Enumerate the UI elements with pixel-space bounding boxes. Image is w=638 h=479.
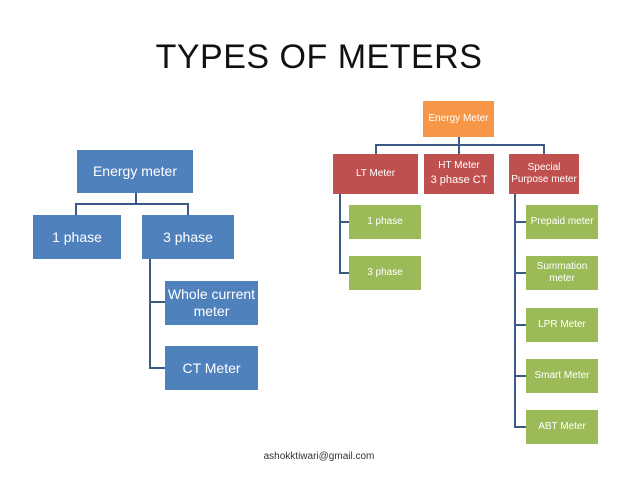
ht-meter-box: HT Meter 3 phase CT: [424, 154, 494, 194]
left-three-phase-box: 3 phase: [142, 215, 234, 259]
lt-child-one-phase: 1 phase: [349, 205, 421, 239]
special-child-abt: ABT Meter: [526, 410, 598, 444]
special-purpose-meter-box: Special Purpose meter: [509, 154, 579, 194]
special-child-prepaid: Prepaid meter: [526, 205, 598, 239]
left-three-phase-connector: [149, 259, 165, 369]
special-connector: [514, 194, 526, 428]
lt-meter-box: LT Meter: [333, 154, 418, 194]
footer-email: ashokktiwari@gmail.com: [263, 451, 375, 462]
ht-meter-label: HT Meter: [438, 160, 480, 172]
lt-child-three-phase: 3 phase: [349, 256, 421, 290]
lt-meter-connector: [339, 194, 349, 274]
left-whole-current-meter-box: Whole current meter: [165, 281, 258, 325]
left-root-energy-meter: Energy meter: [77, 150, 193, 193]
special-child-summation: Summation meter: [526, 256, 598, 290]
right-root-energy-meter: Energy Meter: [423, 101, 494, 137]
left-root-connector: [75, 193, 189, 215]
left-one-phase-box: 1 phase: [33, 215, 121, 259]
right-root-connector: [375, 137, 545, 154]
ht-meter-sub-label: 3 phase CT: [430, 174, 488, 187]
left-ct-meter-box: CT Meter: [165, 346, 258, 390]
page-title: TYPES OF METERS: [155, 38, 483, 76]
special-child-lpr: LPR Meter: [526, 308, 598, 342]
special-child-smart: Smart Meter: [526, 359, 598, 393]
